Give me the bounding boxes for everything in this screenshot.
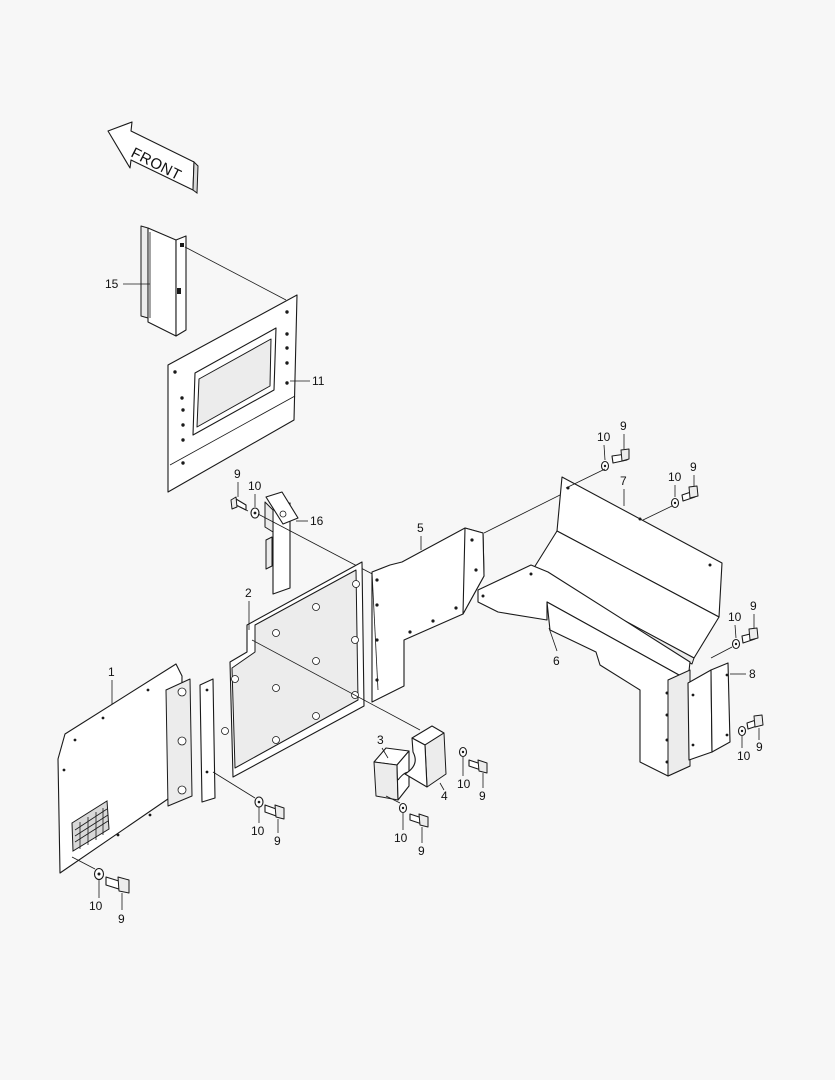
callout-washer-c: 10	[668, 470, 682, 484]
callout-bolt-g: 9	[418, 844, 425, 858]
part-15-strip	[140, 225, 187, 337]
washer-i	[93, 867, 105, 881]
callout-15: 15	[105, 277, 119, 291]
front-arrow: FRONT	[107, 121, 199, 194]
washer-e	[737, 725, 747, 737]
bolt-h	[264, 804, 285, 820]
callout-5: 5	[417, 521, 424, 535]
callout-washer-a: 10	[248, 479, 262, 493]
washer-f	[458, 746, 468, 758]
bolt-b	[611, 448, 630, 464]
part-16-bracket	[264, 491, 299, 595]
callout-6: 6	[553, 654, 560, 668]
callout-3: 3	[377, 733, 384, 747]
callout-bolt-b: 9	[620, 419, 627, 433]
callout-washer-i: 10	[89, 899, 103, 913]
washer-a	[250, 507, 260, 519]
bolt-e	[746, 714, 764, 730]
callout-washer-f: 10	[457, 777, 471, 791]
bolt-c	[681, 485, 699, 502]
part-3-block	[373, 747, 410, 801]
callout-washer-b: 10	[597, 430, 611, 444]
callout-11: 11	[312, 374, 325, 388]
callout-washer-d: 10	[728, 610, 742, 624]
part-4-block	[404, 725, 447, 788]
washer-g	[398, 802, 408, 814]
part-5-side-panel	[371, 527, 485, 703]
bolt-i	[105, 876, 130, 894]
callout-8: 8	[749, 667, 756, 681]
callout-2: 2	[245, 586, 252, 600]
callout-bolt-e: 9	[756, 740, 763, 754]
callout-bolt-f: 9	[479, 789, 486, 803]
callout-bolt-h: 9	[274, 834, 281, 848]
callout-washer-h: 10	[251, 824, 265, 838]
bolt-d	[741, 627, 759, 644]
part-11-window-panel	[167, 294, 298, 493]
callout-bolt-c: 9	[690, 460, 697, 474]
callout-bolt-d: 9	[750, 599, 757, 613]
bolt-g	[409, 813, 429, 828]
bolt-f	[468, 759, 488, 774]
washer-h	[254, 796, 264, 808]
washer-c	[670, 497, 680, 509]
callout-7: 7	[620, 474, 627, 488]
part-8-angle-bracket	[687, 662, 731, 761]
washer-d	[731, 638, 741, 650]
part-2-mounting-plate	[199, 561, 365, 803]
washer-b	[600, 460, 610, 472]
callout-bolt-i: 9	[118, 912, 125, 926]
part-1-cover-panel	[57, 663, 193, 874]
bolt-a	[230, 496, 249, 512]
callout-bolt-a: 9	[234, 467, 241, 481]
callout-16: 16	[310, 514, 324, 528]
callout-washer-e: 10	[737, 749, 751, 763]
callout-4: 4	[441, 789, 448, 803]
callout-1: 1	[108, 665, 115, 679]
callout-washer-g: 10	[394, 831, 408, 845]
grille	[71, 800, 110, 852]
